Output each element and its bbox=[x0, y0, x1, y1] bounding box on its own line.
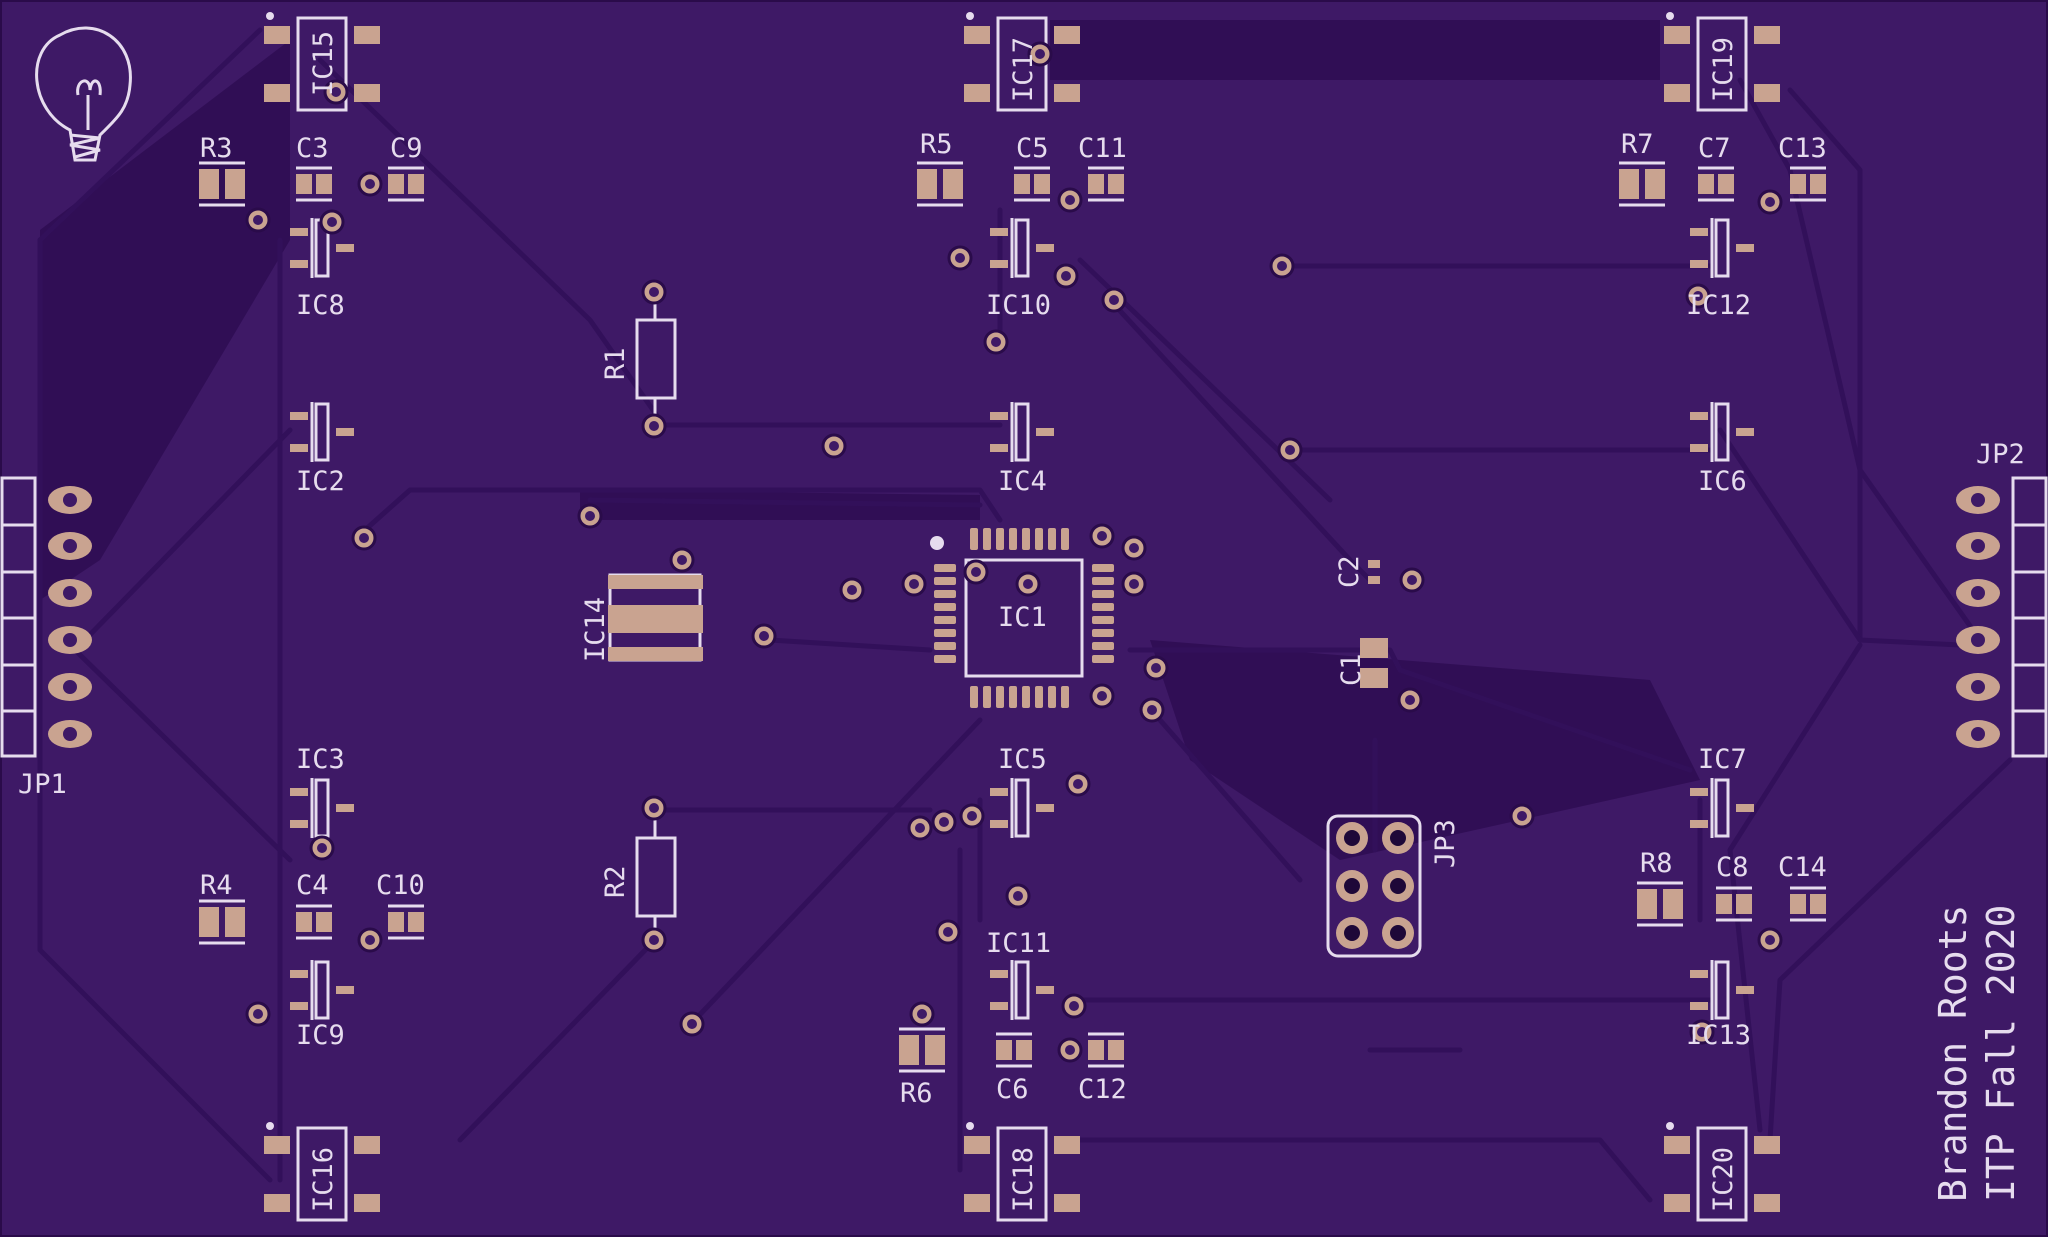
label-c12: C12 bbox=[1078, 1074, 1127, 1105]
traces bbox=[37, 27, 2013, 1203]
label-ic9: IC9 bbox=[296, 1020, 345, 1051]
label-c13: C13 bbox=[1778, 133, 1827, 164]
label-ic12: IC12 bbox=[1686, 290, 1751, 321]
label-ic2: IC2 bbox=[296, 466, 345, 497]
label-ic20: IC20 bbox=[1708, 1147, 1739, 1212]
small-ic-footprints bbox=[290, 218, 1754, 1020]
label-ic3: IC3 bbox=[296, 744, 345, 775]
rotated-labels: IC15 IC17 IC19 IC16 IC18 IC20 IC14 R1 R2… bbox=[308, 31, 2023, 1212]
label-ic17: IC17 bbox=[1008, 37, 1039, 102]
label-r5: R5 bbox=[920, 129, 953, 160]
sot-footprints bbox=[264, 12, 1780, 1222]
lightbulb-icon bbox=[35, 26, 132, 162]
label-r6: R6 bbox=[900, 1078, 933, 1109]
label-r3: R3 bbox=[200, 133, 233, 164]
label-r1: R1 bbox=[600, 347, 631, 380]
label-c3: C3 bbox=[296, 133, 329, 164]
label-r2: R2 bbox=[600, 865, 631, 898]
label-c8: C8 bbox=[1716, 852, 1749, 883]
label-ic10: IC10 bbox=[986, 290, 1051, 321]
label-r8: R8 bbox=[1640, 848, 1673, 879]
label-c11: C11 bbox=[1078, 133, 1127, 164]
label-r4: R4 bbox=[200, 870, 233, 901]
label-c7: C7 bbox=[1698, 133, 1731, 164]
label-c1: C1 bbox=[1336, 653, 1367, 686]
label-ic5: IC5 bbox=[998, 744, 1047, 775]
label-ic15: IC15 bbox=[308, 31, 339, 96]
label-c5: C5 bbox=[1016, 133, 1049, 164]
label-jp2: JP2 bbox=[1976, 439, 2025, 470]
label-c9: C9 bbox=[390, 133, 423, 164]
vias bbox=[245, 41, 1783, 1063]
capacitor-c2 bbox=[1368, 560, 1380, 584]
label-ic19: IC19 bbox=[1708, 37, 1739, 102]
label-c6: C6 bbox=[996, 1074, 1029, 1105]
label-jp1: JP1 bbox=[18, 769, 67, 800]
credit-line2: ITP Fall 2020 bbox=[1979, 905, 2023, 1202]
label-ic6: IC6 bbox=[1698, 466, 1747, 497]
label-ic16: IC16 bbox=[308, 1147, 339, 1212]
label-ic7: IC7 bbox=[1698, 744, 1747, 775]
header-jp2 bbox=[1956, 476, 2048, 758]
credit-line1: Brandon Roots bbox=[1931, 905, 1975, 1202]
capacitor-c1 bbox=[1360, 638, 1388, 688]
header-jp3 bbox=[1326, 814, 1422, 958]
label-ic11: IC11 bbox=[986, 928, 1051, 959]
header-jp1 bbox=[0, 476, 92, 758]
ic14-footprint bbox=[608, 573, 703, 662]
label-ic18: IC18 bbox=[1008, 1147, 1039, 1212]
label-ic13: IC13 bbox=[1686, 1020, 1751, 1051]
label-ic8: IC8 bbox=[296, 290, 345, 321]
labels: JP1 JP2 IC1 IC2 IC3 IC4 IC5 IC6 IC7 IC8 … bbox=[18, 129, 2025, 1109]
label-c10: C10 bbox=[376, 870, 425, 901]
label-c4: C4 bbox=[296, 870, 329, 901]
label-c14: C14 bbox=[1778, 852, 1827, 883]
label-jp3: JP3 bbox=[1430, 819, 1461, 868]
label-c2: C2 bbox=[1334, 555, 1365, 588]
label-ic14: IC14 bbox=[580, 597, 611, 662]
passive-footprints bbox=[199, 161, 1826, 1073]
label-ic1: IC1 bbox=[998, 602, 1047, 633]
label-ic4: IC4 bbox=[998, 466, 1047, 497]
label-r7: R7 bbox=[1621, 129, 1654, 160]
ic1-footprint bbox=[930, 528, 1114, 708]
